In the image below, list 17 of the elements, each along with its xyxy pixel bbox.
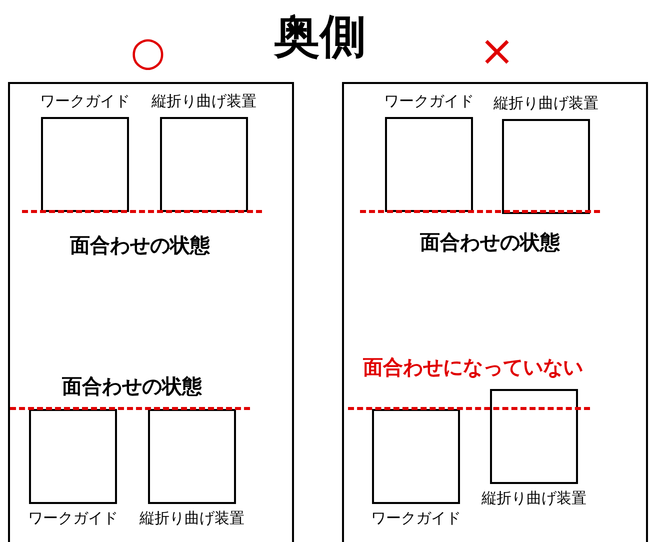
device-label: ワークガイド xyxy=(40,91,130,111)
device-label: ワークガイド xyxy=(28,508,118,528)
warning-label: 面合わせになっていない xyxy=(363,356,583,378)
state-label: 面合わせの状態 xyxy=(70,234,210,256)
ok-mark: ○ xyxy=(130,30,166,74)
device-label: ワークガイド xyxy=(371,508,461,528)
device-label: ワークガイド xyxy=(384,91,474,111)
title: 奥側 xyxy=(274,8,366,65)
panel-frame xyxy=(8,82,294,542)
panel-frame xyxy=(342,82,648,542)
ng-mark: × xyxy=(479,28,515,74)
state-label: 面合わせの状態 xyxy=(420,231,560,253)
state-label: 面合わせの状態 xyxy=(62,375,202,397)
device-label: 縦折り曲げ装置 xyxy=(482,488,586,508)
device-label: 縦折り曲げ装置 xyxy=(140,508,244,528)
device-label: 縦折り曲げ装置 xyxy=(152,91,256,111)
device-label: 縦折り曲げ装置 xyxy=(494,93,598,113)
